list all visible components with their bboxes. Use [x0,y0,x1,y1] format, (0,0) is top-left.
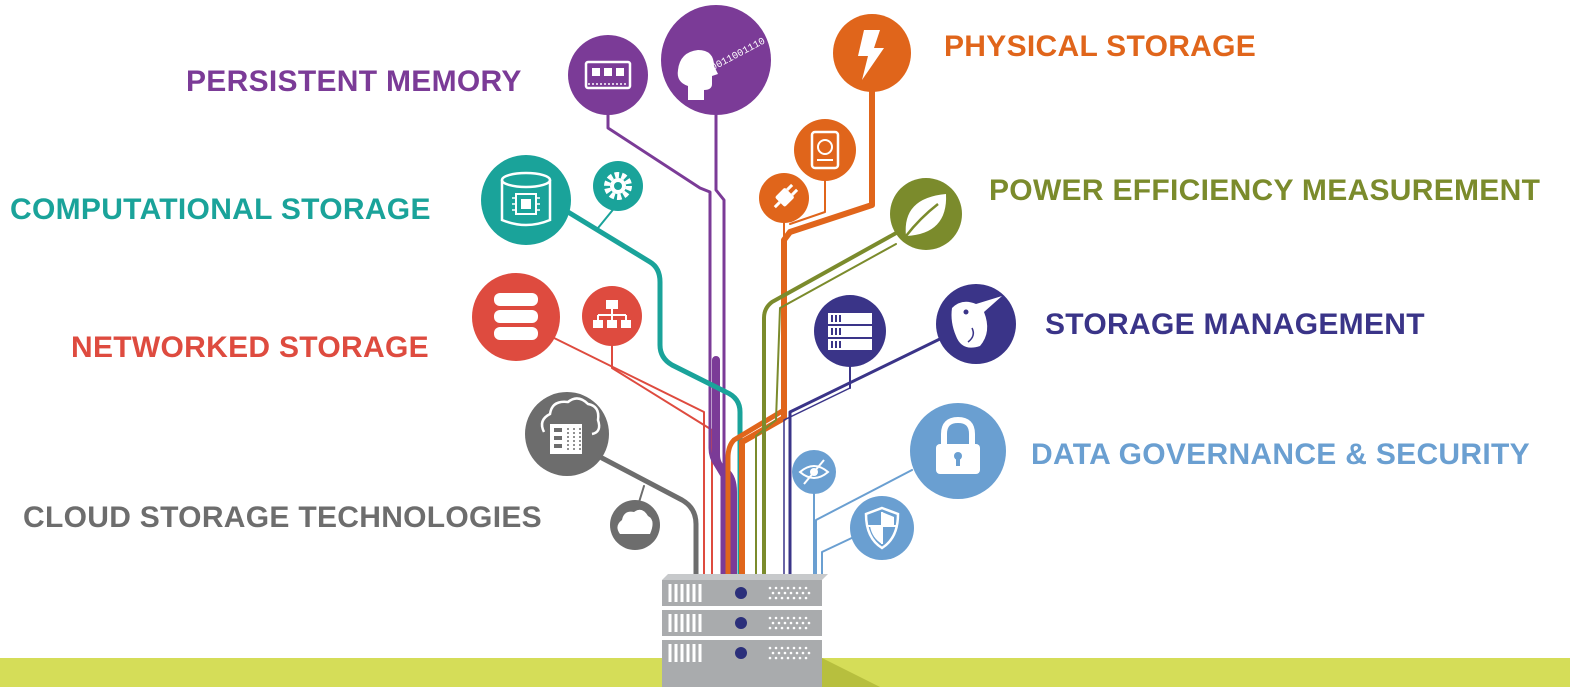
server-shadow [822,658,880,687]
lightning-bolt-icon [833,14,911,92]
eye-slash-icon [792,450,836,494]
connector-orange-inner [725,407,787,577]
connector-hard-drive [789,174,826,225]
connector-lock [815,469,913,575]
label-persistent-memory: PERSISTENT MEMORY [186,65,522,98]
label-physical-storage: PHYSICAL STORAGE [944,30,1257,63]
label-networked-storage: NETWORKED STORAGE [71,331,429,364]
server-rack-icon [814,295,886,367]
chip-cylinder-icon [481,155,571,245]
connector-binary-head [714,80,726,576]
connector-cloud-server [599,455,699,577]
connector-olive-secondary [755,243,897,575]
gear-icon [593,161,643,211]
leaf-icon [890,178,962,250]
label-computational-storage: COMPUTATIONAL STORAGE [10,193,431,226]
connector-networked-db [547,334,705,575]
database-icon [472,273,560,361]
server-unit [662,640,822,687]
label-storage-management: STORAGE MANAGEMENT [1045,308,1425,341]
cloud-server-icon [525,392,609,476]
connector-chip-cylinder [565,209,743,577]
cloud-icon [610,500,660,550]
connector-bird [788,334,948,576]
server-unit [662,610,822,636]
label-data-governance: DATA GOVERNANCE & SECURITY [1031,438,1530,471]
padlock-icon [910,403,1006,499]
connector-navy-thin [783,387,851,575]
network-tree-icon [582,286,642,346]
server-stack [662,574,828,687]
server-unit [662,574,828,606]
binary-head-icon: 0011001110 [661,5,771,115]
connector-leaf [762,230,900,576]
bird-icon [936,284,1016,364]
hard-drive-icon [794,119,856,181]
label-cloud-storage: CLOUD STORAGE TECHNOLOGIES [23,501,542,534]
power-plug-icon [759,173,809,223]
connector-networked-tree [611,344,713,575]
connector-shield [821,535,857,575]
memory-module-icon [568,35,648,115]
shield-icon [850,496,914,560]
label-power-efficiency: POWER EFFICIENCY MEASUREMENT [989,174,1541,207]
